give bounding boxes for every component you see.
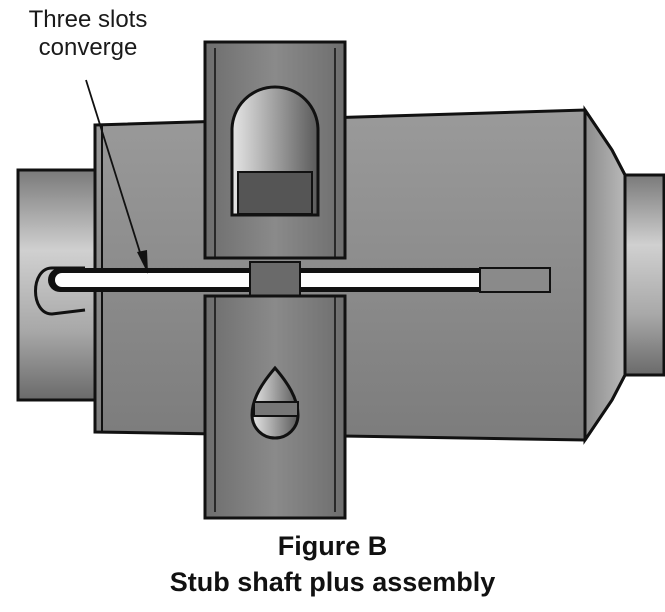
housing-taper xyxy=(583,105,627,445)
figure-title: Figure B xyxy=(277,531,388,561)
upper-window-block xyxy=(237,171,313,215)
right-shaft xyxy=(618,173,665,377)
lower-window-block xyxy=(253,401,299,417)
callout-label: Three slots converge xyxy=(8,6,168,62)
figure-subtitle: Stub shaft plus assembly xyxy=(169,567,496,597)
collar-pin xyxy=(249,261,301,297)
callout-line-2: converge xyxy=(38,34,138,61)
callout-leader xyxy=(85,79,144,263)
wire-loop xyxy=(34,266,86,316)
callout-line-1: Three slots xyxy=(28,6,148,33)
callout-arrowhead xyxy=(137,250,148,274)
slot-key xyxy=(479,267,551,293)
